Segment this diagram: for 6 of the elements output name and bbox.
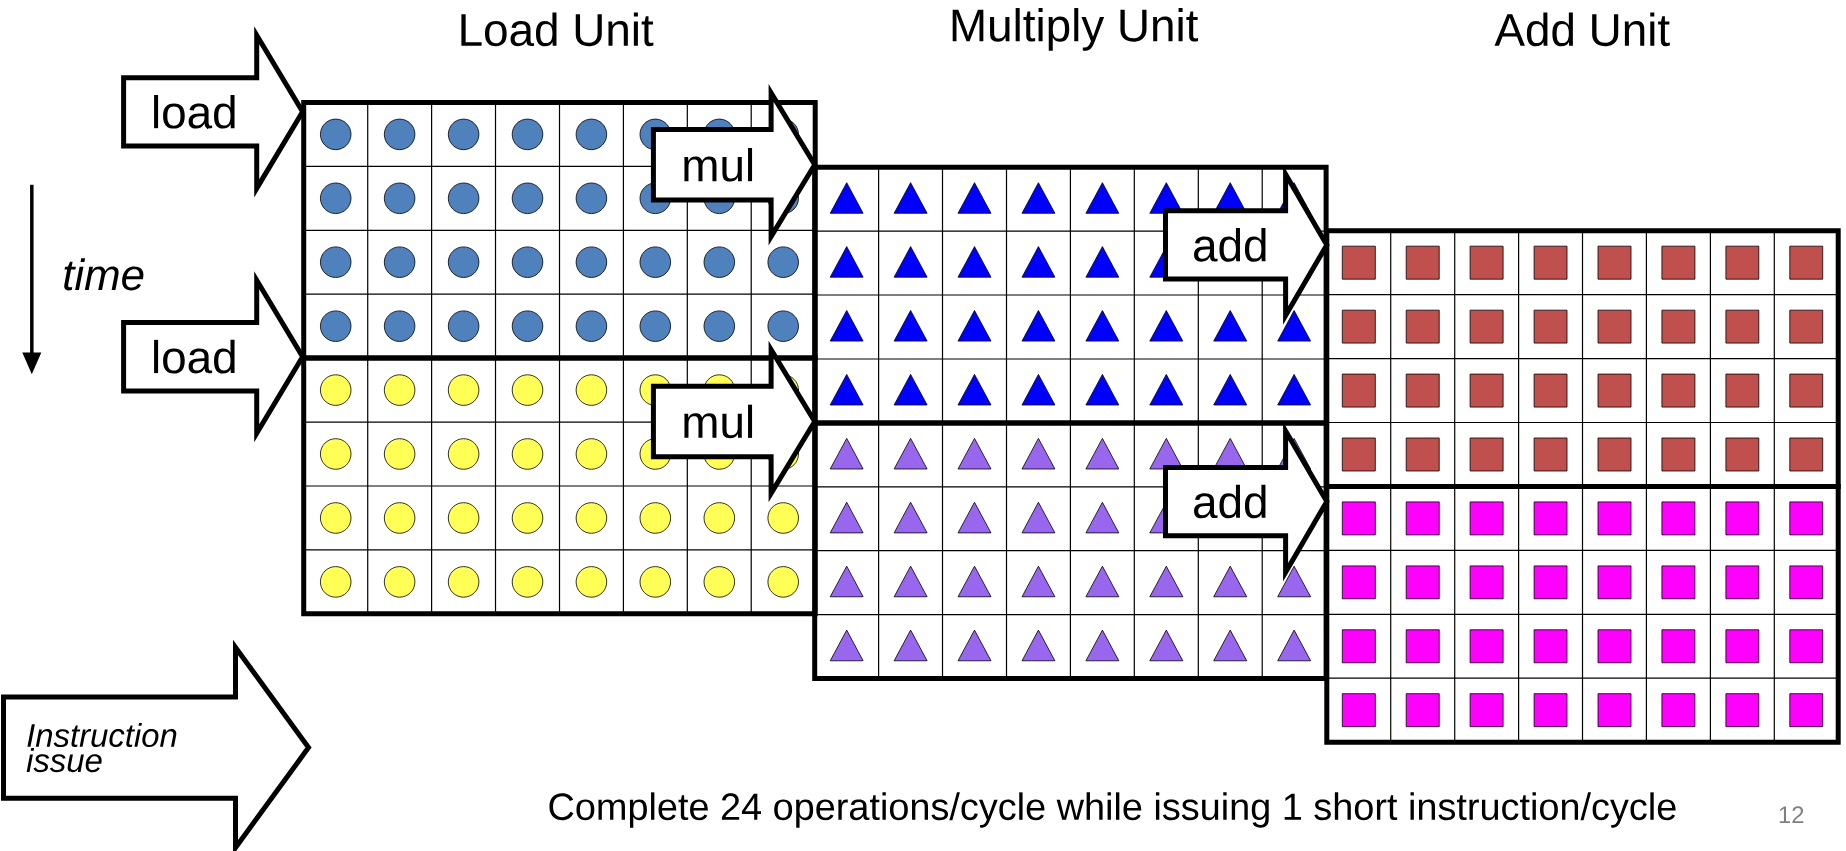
unit-title: Multiply Unit [952,8,1199,51]
caption-text: Complete 24 operations/cycle while issuing 1 short instruction/cycle [549,792,1676,828]
time-label: time [64,258,144,291]
unit-title: Load Unit [461,12,654,47]
page-number: 12 [1779,806,1804,824]
unit-title: Add Unit [1494,12,1670,47]
